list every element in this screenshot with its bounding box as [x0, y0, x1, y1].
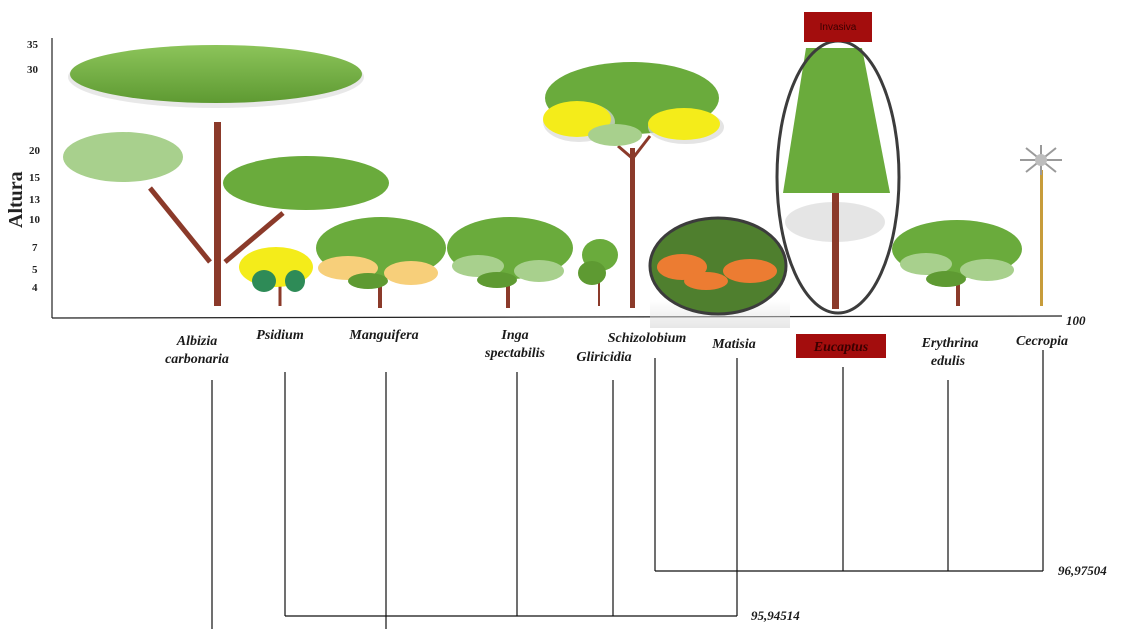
tree-gliricidia	[578, 239, 618, 306]
y-tick: 4	[32, 282, 38, 294]
x-axis	[52, 316, 1062, 318]
x-axis-end-label: 100	[1066, 313, 1086, 328]
y-tick: 15	[29, 172, 41, 184]
invasive-badge-text: Invasiva	[820, 22, 857, 33]
y-tick: 35	[27, 39, 39, 51]
species-label-inga-2: spectabilis	[484, 346, 545, 361]
tree-erythrina	[892, 220, 1022, 306]
y-axis-label: Altura	[5, 171, 27, 228]
y-tick: 7	[32, 242, 38, 254]
tree-inga	[447, 217, 573, 308]
species-label-erythrina: Erythrina	[921, 336, 979, 351]
tree-psidium	[239, 247, 313, 306]
species-label-manguifera: Manguifera	[348, 328, 418, 343]
species-label-schizolobium: Schizolobium	[608, 331, 687, 346]
y-tick: 20	[29, 145, 41, 157]
species-label-gliricidia: Gliricidia	[576, 350, 631, 365]
tree-cecropia	[1020, 145, 1062, 306]
y-tick: 10	[29, 214, 41, 226]
y-tick: 5	[32, 264, 38, 276]
species-label-albizia-2: carbonaria	[165, 352, 229, 367]
species-label-psidium: Psidium	[256, 328, 304, 343]
species-label-cecropia: Cecropia	[1016, 334, 1068, 349]
dendrogram: 96,97504 95,94514	[212, 350, 1107, 629]
species-label-inga: Inga	[500, 328, 528, 343]
dendrogram-value-1: 96,97504	[1058, 563, 1107, 578]
species-label-erythrina-2: edulis	[931, 354, 966, 369]
species-label-eucaptus: Eucaptus	[813, 340, 869, 355]
tree-matisia	[650, 218, 790, 328]
y-tick: 30	[27, 64, 39, 76]
y-tick: 13	[29, 194, 41, 206]
tree-eucalyptus: Invasiva	[777, 12, 899, 313]
species-label-albizia: Albizia	[176, 334, 217, 349]
tree-manguifera	[316, 217, 446, 308]
species-label-matisia: Matisia	[711, 337, 756, 352]
dendrogram-value-2: 95,94514	[751, 608, 800, 623]
species-labels: Albizia carbonaria Psidium Manguifera In…	[165, 328, 1068, 369]
